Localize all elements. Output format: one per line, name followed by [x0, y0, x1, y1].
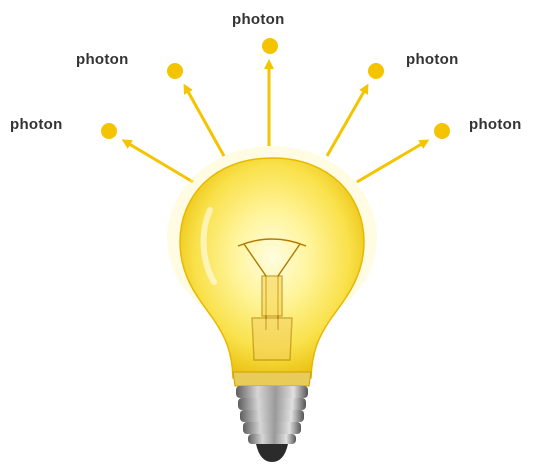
arrow-3 [325, 83, 369, 157]
photon-dot-icon [167, 63, 183, 79]
photon-label: photon [406, 51, 459, 68]
photon-dot-icon [434, 123, 450, 139]
bulb-base [236, 386, 308, 462]
light-bulb-icon [167, 146, 377, 462]
photon-dots [101, 38, 450, 139]
photon-dot-icon [101, 123, 117, 139]
photon-dot-icon [368, 63, 384, 79]
filament [237, 238, 307, 361]
arrow-1 [183, 83, 226, 157]
photon-label: photon [232, 11, 285, 28]
arrow-4 [356, 139, 430, 184]
arrows [121, 59, 430, 184]
photon-label: photon [76, 51, 129, 68]
photon-dot-icon [262, 38, 278, 54]
arrow-0 [121, 139, 194, 184]
photon-label: photon [10, 116, 63, 133]
photon-label: photon [469, 116, 522, 133]
